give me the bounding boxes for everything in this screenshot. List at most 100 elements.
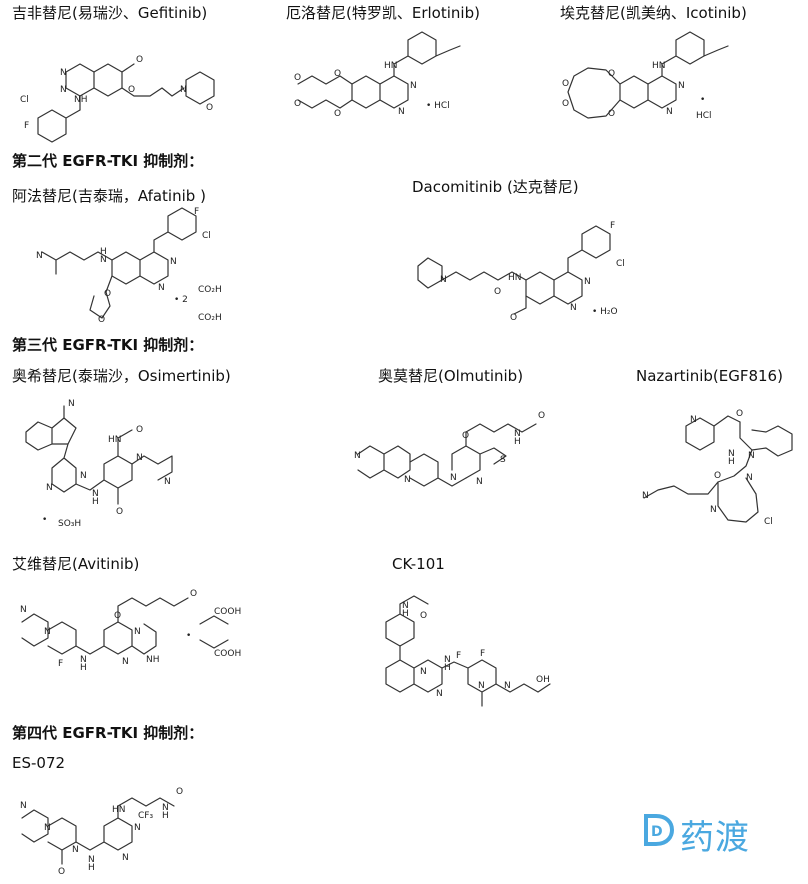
svg-text:HN: HN [108,435,122,445]
avitinib-label: 艾维替尼(Avitinib) [12,555,140,573]
svg-text:N: N [80,655,87,665]
svg-text:O: O [714,471,721,481]
svg-text:OH: OH [536,675,550,685]
logo-mark-icon: D [644,814,675,846]
svg-text:O: O [104,289,111,299]
gen2-header: 第二代 EGFR-TKI 抑制剂： [12,152,204,170]
svg-text:Cl: Cl [202,231,211,241]
svg-text:N: N [20,801,27,811]
gen3-header: 第三代 EGFR-TKI 抑制剂： [12,336,204,354]
gefitinib-label: 吉非替尼(易瑞沙、Gefitinib) [12,4,208,22]
svg-text:N: N [100,255,107,265]
svg-text:O: O [294,73,301,83]
ck101-structure: N H O N N F F N N OH N H [380,596,560,706]
logo-text: 药渡 [680,818,750,858]
svg-text:N: N [136,453,143,463]
svg-text:N: N [60,85,67,95]
erlotinib-structure: HN O O N N O O • HCl [290,40,500,135]
svg-text:N: N [410,81,417,91]
svg-text:N: N [728,449,735,459]
svg-text:H: H [402,609,409,619]
svg-text:O: O [176,787,183,797]
svg-text:N: N [92,489,99,499]
osimertinib-label: 奥希替尼(泰瑞沙，Osimertinib) [12,367,231,385]
svg-text:N: N [122,657,129,667]
svg-text:O: O [98,315,105,325]
svg-text:O: O [116,507,123,517]
svg-text:O: O [608,69,615,79]
dacomitinib-label: Dacomitinib (达克替尼) [412,178,579,196]
svg-text:N: N [46,483,53,493]
svg-text:H: H [444,663,451,673]
svg-text:O: O [608,109,615,119]
icotinib-label: 埃克替尼(凯美纳、Icotinib) [560,4,747,22]
svg-text:N: N [570,303,577,313]
svg-text:O: O [334,69,341,79]
svg-text:H: H [514,437,521,447]
svg-text:O: O [190,589,197,599]
svg-text:N: N [404,475,411,485]
svg-text:CF₃: CF₃ [138,811,153,821]
svg-text:N: N [80,471,87,481]
svg-text:N: N [134,823,141,833]
afatinib-structure: N H N N N F Cl O O • 2 CO₂H CO₂H [34,207,234,328]
svg-text:N: N [36,251,43,261]
gefitinib-structure: O N N O N O Cl F NH [16,30,216,140]
olmutinib-structure: N N O N N S N H O [354,411,584,513]
svg-text:Cl: Cl [764,517,773,527]
svg-text:O: O [562,79,569,89]
gen4-header: 第四代 EGFR-TKI 抑制剂： [12,724,204,742]
ck101-label: CK-101 [392,555,445,573]
osimertinib-structure: N N N HN N N O O • SO₃H N H [18,398,218,548]
nazartinib-structure: N O N H N N N O N Cl [628,402,808,537]
svg-text:HN: HN [384,61,398,71]
svg-text:N: N [514,429,521,439]
svg-text:NH: NH [146,655,160,665]
svg-text:HN: HN [112,805,126,815]
afatinib-label: 阿法替尼(吉泰瑞，Afatinib ) [12,187,206,205]
svg-text:N: N [710,505,717,515]
svg-text:N: N [20,605,27,615]
svg-text:H: H [92,497,99,507]
olmutinib-label: 奥莫替尼(Olmutinib) [378,367,524,385]
svg-text:N: N [44,823,51,833]
svg-text:SO₃H: SO₃H [58,519,81,529]
svg-text:F: F [24,121,29,131]
svg-text:N: N [68,399,75,409]
avitinib-structure: N N O N N N H NH F O • COOH COOH [18,589,248,682]
svg-text:N: N [440,275,447,285]
svg-text:COOH: COOH [214,607,241,617]
svg-text:O: O [736,409,743,419]
svg-text:N: N [134,627,141,637]
svg-text:HN: HN [652,61,666,71]
svg-text:F: F [480,649,485,659]
svg-text:O: O [494,287,501,297]
svg-text:O: O [562,99,569,109]
yaodu-logo: D 药渡 [640,806,780,858]
svg-text:N: N [402,601,409,611]
svg-text:H: H [88,863,95,873]
svg-text:NH: NH [74,95,88,105]
svg-text:• 2: • 2 [174,295,188,305]
svg-text:O: O [136,55,143,65]
svg-text:N: N [398,107,405,117]
svg-text:O: O [114,611,121,621]
svg-text:O: O [206,103,213,113]
svg-text:N: N [444,655,451,665]
svg-text:N: N [60,68,67,78]
svg-text:H: H [80,663,87,673]
svg-text:O: O [294,99,301,109]
svg-text:• H₂O: • H₂O [592,307,618,317]
svg-text:O: O [136,425,143,435]
svg-text:F: F [456,651,461,661]
dacomitinib-structure: N HN N N O F Cl O • H₂O [414,200,634,325]
svg-text:D: D [651,824,663,840]
svg-text:F: F [58,659,63,669]
svg-text:N: N [170,257,177,267]
svg-text:N: N [162,803,169,813]
erlotinib-label: 厄洛替尼(特罗凯、Erlotinib) [286,4,480,22]
svg-text:N: N [354,451,361,461]
svg-text:O: O [128,85,135,95]
svg-text:N: N [88,855,95,865]
icotinib-structure: HN O O O O N N • HCl [560,40,790,135]
